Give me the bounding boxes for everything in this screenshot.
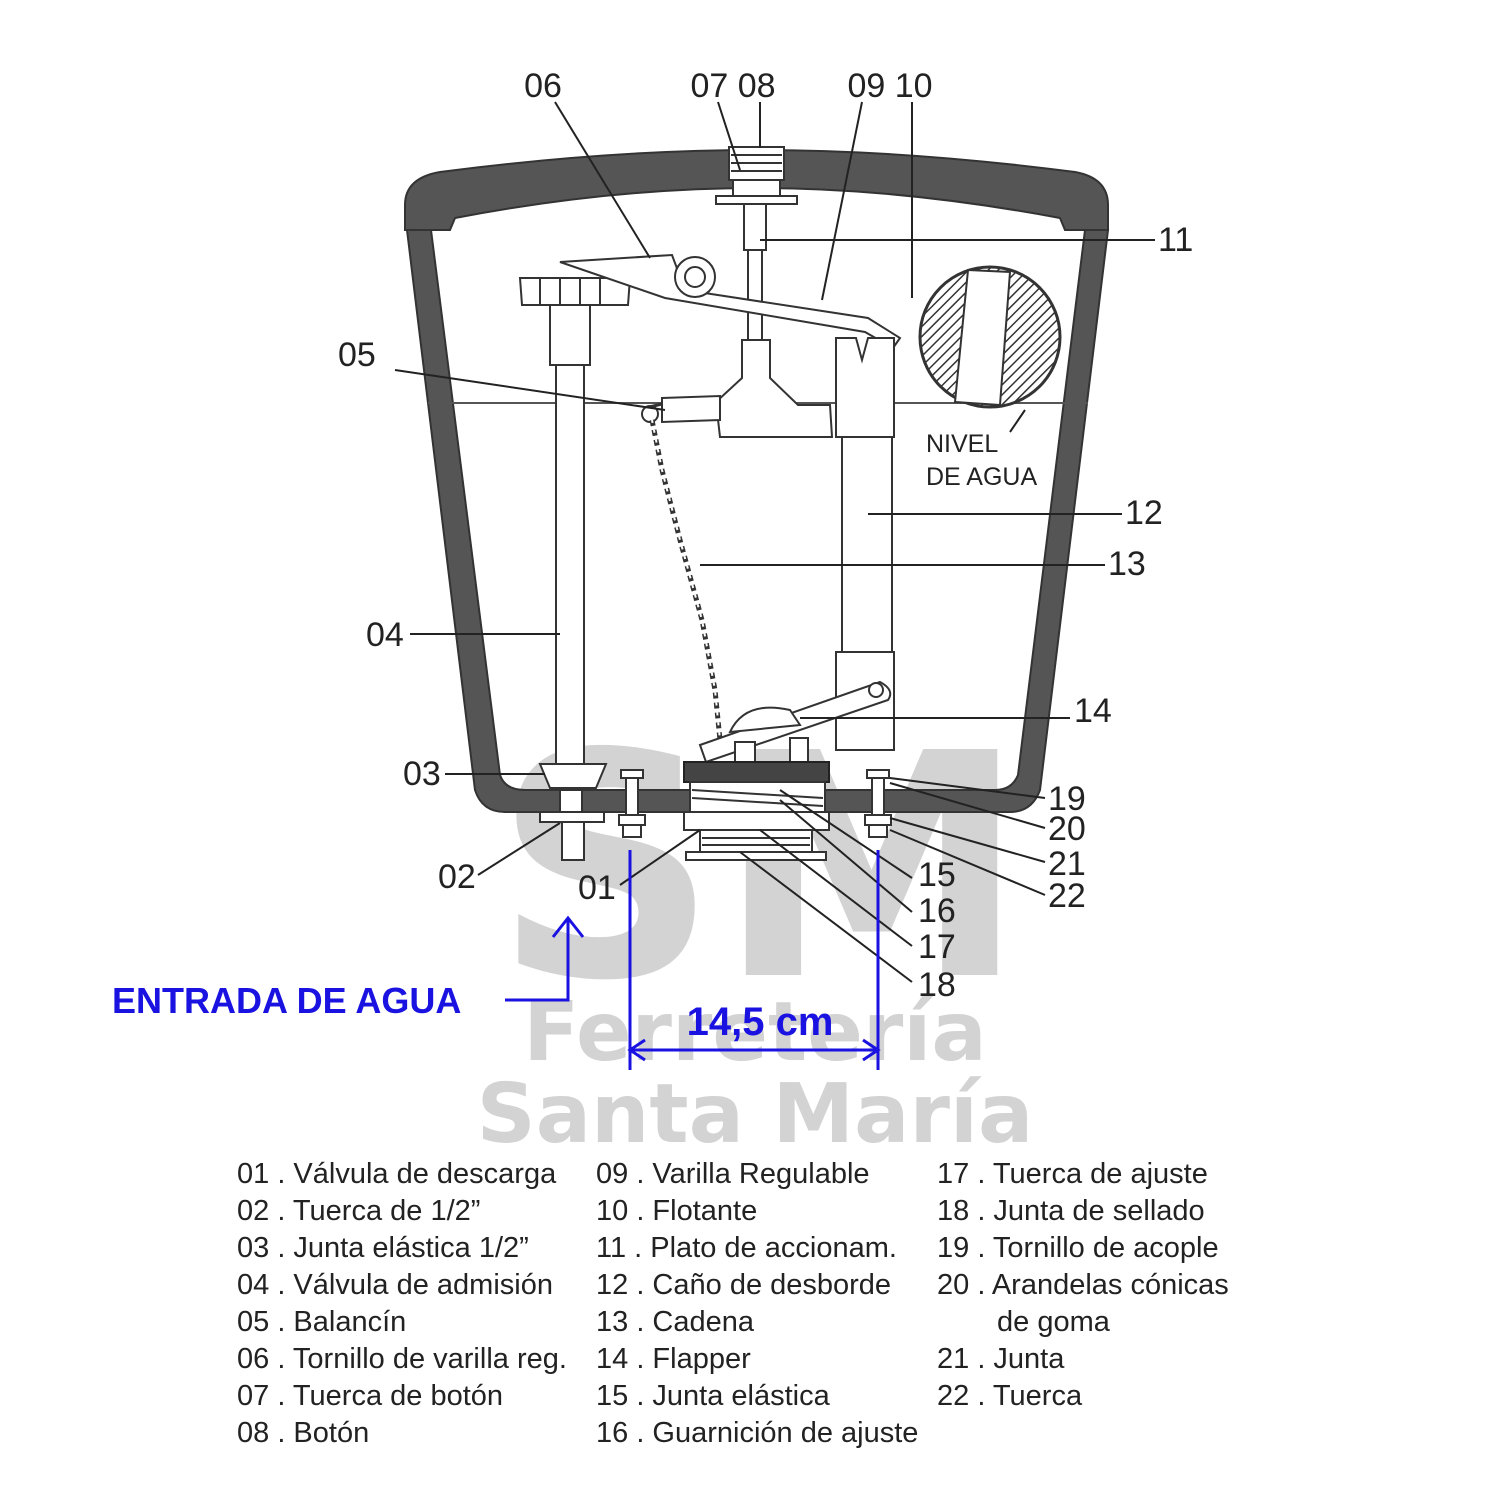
callout-05: 05 bbox=[338, 336, 376, 374]
callout-09-10: 09 10 bbox=[847, 67, 932, 105]
legend-item: 11 . Plato de accionam. bbox=[596, 1232, 897, 1264]
callout-14: 14 bbox=[1074, 692, 1112, 730]
callout-03: 03 bbox=[403, 755, 441, 793]
legend-item: 03 . Junta elástica 1/2” bbox=[237, 1232, 529, 1264]
chain bbox=[649, 419, 723, 741]
callout-06: 06 bbox=[524, 67, 562, 105]
legend-item: 21 . Junta bbox=[937, 1343, 1065, 1375]
callout-labels: 06 07 08 09 10 11 05 12 13 04 14 03 19 2… bbox=[338, 67, 1193, 1004]
water-level-label-2: DE AGUA bbox=[926, 463, 1037, 491]
tank-lid bbox=[404, 148, 1109, 231]
dimension-label: 14,5 cm bbox=[687, 1000, 834, 1044]
callout-21: 21 bbox=[1048, 845, 1086, 883]
callout-07-08: 07 08 bbox=[690, 67, 775, 105]
water-level-label-1: NIVEL bbox=[926, 430, 998, 458]
tank-body bbox=[405, 229, 1110, 813]
watermark-line1: Ferretería bbox=[523, 985, 987, 1080]
legend-item: 17 . Tuerca de ajuste bbox=[937, 1158, 1208, 1190]
callout-22: 22 bbox=[1048, 877, 1086, 915]
dimension-lines bbox=[627, 850, 881, 1070]
legend-item: 22 . Tuerca bbox=[937, 1380, 1083, 1412]
legend-item: 12 . Caño de desborde bbox=[596, 1269, 892, 1301]
leader-lines bbox=[394, 101, 1155, 983]
callout-01: 01 bbox=[578, 869, 616, 907]
callout-15: 15 bbox=[918, 856, 956, 894]
legend-item: 16 . Guarnición de ajuste bbox=[596, 1417, 919, 1449]
water-inlet-arrow bbox=[505, 915, 585, 1002]
push-button bbox=[715, 146, 798, 343]
legend-item: 08 . Botón bbox=[237, 1417, 370, 1449]
discharge-valve bbox=[683, 761, 830, 861]
callout-02: 02 bbox=[438, 858, 476, 896]
flapper bbox=[698, 680, 892, 765]
legend-column-3: 17 . Tuerca de ajuste 18 . Junta de sell… bbox=[937, 1156, 1229, 1415]
callout-12: 12 bbox=[1125, 494, 1163, 532]
callout-13: 13 bbox=[1108, 545, 1146, 583]
callout-11: 11 bbox=[1158, 221, 1193, 259]
water-inlet-label: ENTRADA DE AGUA bbox=[112, 980, 461, 1021]
legend-item: 15 . Junta elástica bbox=[596, 1380, 830, 1412]
legend-item: 10 . Flotante bbox=[596, 1195, 758, 1227]
legend-column-1: 01 . Válvula de descarga 02 . Tuerca de … bbox=[237, 1156, 567, 1452]
legend-item: 02 . Tuerca de 1/2” bbox=[237, 1195, 481, 1227]
callout-20: 20 bbox=[1048, 810, 1086, 848]
legend-item: 19 . Tornillo de acople bbox=[937, 1232, 1219, 1264]
watermark: SM Ferretería Santa María bbox=[477, 688, 1034, 1162]
legend-item: 14 . Flapper bbox=[596, 1343, 751, 1375]
legend-item: de goma bbox=[997, 1306, 1110, 1338]
legend-item: 20 . Arandelas cónicas bbox=[937, 1269, 1229, 1301]
inlet-valve bbox=[518, 277, 632, 861]
legend-item: 18 . Junta de sellado bbox=[937, 1195, 1205, 1227]
watermark-line2: Santa María bbox=[477, 1067, 1034, 1162]
legend-item: 04 . Válvula de admisión bbox=[237, 1269, 553, 1301]
callout-04: 04 bbox=[366, 616, 404, 654]
legend-item: 06 . Tornillo de varilla reg. bbox=[237, 1343, 567, 1375]
callout-17: 17 bbox=[918, 928, 956, 966]
callout-16: 16 bbox=[918, 892, 956, 930]
legend-item: 05 . Balancín bbox=[237, 1306, 407, 1338]
legend-item: 09 . Varilla Regulable bbox=[596, 1158, 870, 1190]
legend-item: 07 . Tuerca de botón bbox=[237, 1380, 504, 1412]
legend-item: 13 . Cadena bbox=[596, 1306, 755, 1338]
callout-18: 18 bbox=[918, 966, 956, 1004]
callout-19: 19 bbox=[1048, 780, 1086, 818]
float-arm bbox=[559, 253, 902, 350]
float-ball bbox=[918, 265, 1062, 409]
bolt-right bbox=[864, 769, 892, 838]
legend-item: 01 . Válvula de descarga bbox=[237, 1158, 557, 1190]
bolt-left bbox=[618, 769, 646, 838]
actuator-plate bbox=[641, 339, 834, 438]
legend-column-2: 09 . Varilla Regulable 10 . Flotante 11 … bbox=[596, 1156, 918, 1452]
